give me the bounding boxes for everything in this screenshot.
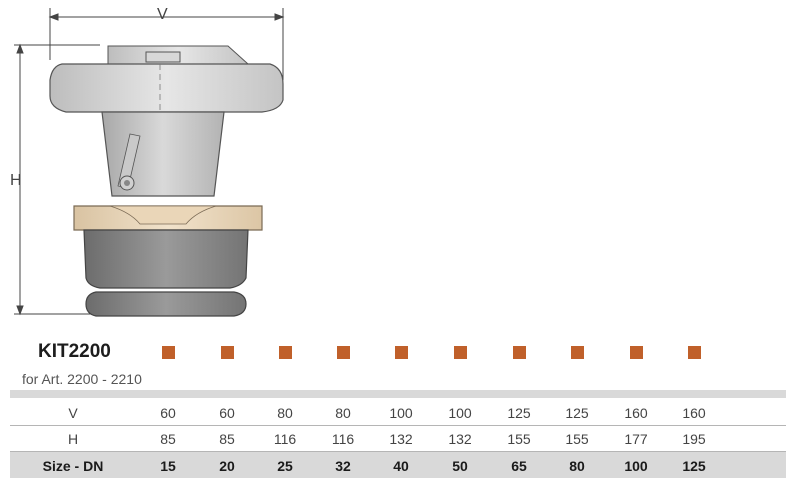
size-marker bbox=[630, 346, 643, 359]
size-marker bbox=[221, 346, 234, 359]
size-marker bbox=[395, 346, 408, 359]
size-marker bbox=[571, 346, 584, 359]
size-value-cell: 25 bbox=[277, 458, 293, 474]
size-row-band bbox=[10, 452, 786, 478]
v-value-cell: 125 bbox=[507, 405, 531, 421]
size-marker bbox=[279, 346, 292, 359]
size-value-cell: 80 bbox=[569, 458, 585, 474]
size-marker bbox=[688, 346, 701, 359]
model-title: KIT2200 bbox=[38, 341, 111, 362]
height-dimension bbox=[14, 43, 100, 316]
v-value-cell: 60 bbox=[160, 405, 176, 421]
header-band bbox=[10, 390, 786, 398]
v-value-cell: 60 bbox=[219, 405, 235, 421]
size-value-cell: 125 bbox=[682, 458, 706, 474]
h-value-cell: 155 bbox=[565, 431, 589, 447]
h-value-cell: 85 bbox=[160, 431, 176, 447]
row-divider bbox=[10, 451, 786, 452]
v-value-cell: 160 bbox=[682, 405, 706, 421]
row-label-h: H bbox=[67, 431, 79, 447]
v-value-cell: 100 bbox=[389, 405, 413, 421]
v-value-cell: 160 bbox=[624, 405, 648, 421]
row-label-size: Size - DN bbox=[42, 458, 104, 474]
h-value-cell: 155 bbox=[507, 431, 531, 447]
size-marker bbox=[337, 346, 350, 359]
size-value-cell: 65 bbox=[511, 458, 527, 474]
row-label-v: V bbox=[68, 405, 78, 421]
size-value-cell: 50 bbox=[452, 458, 468, 474]
h-value-cell: 85 bbox=[219, 431, 235, 447]
width-label: V bbox=[157, 6, 168, 23]
h-value-cell: 195 bbox=[682, 431, 706, 447]
size-value-cell: 40 bbox=[393, 458, 409, 474]
size-value-cell: 100 bbox=[624, 458, 648, 474]
size-marker bbox=[454, 346, 467, 359]
v-value-cell: 100 bbox=[448, 405, 472, 421]
v-value-cell: 125 bbox=[565, 405, 589, 421]
v-value-cell: 80 bbox=[277, 405, 293, 421]
technical-drawing bbox=[14, 8, 285, 317]
h-value-cell: 132 bbox=[448, 431, 472, 447]
size-value-cell: 32 bbox=[335, 458, 351, 474]
h-value-cell: 116 bbox=[273, 431, 297, 447]
model-subtitle: for Art. 2200 - 2210 bbox=[22, 371, 142, 387]
h-value-cell: 177 bbox=[624, 431, 648, 447]
size-value-cell: 15 bbox=[160, 458, 176, 474]
size-marker bbox=[162, 346, 175, 359]
height-label: H bbox=[10, 172, 22, 189]
h-value-cell: 132 bbox=[389, 431, 413, 447]
v-value-cell: 80 bbox=[335, 405, 351, 421]
size-value-cell: 20 bbox=[219, 458, 235, 474]
h-value-cell: 116 bbox=[331, 431, 355, 447]
row-divider bbox=[10, 425, 786, 426]
size-marker bbox=[513, 346, 526, 359]
width-dimension bbox=[48, 8, 285, 80]
